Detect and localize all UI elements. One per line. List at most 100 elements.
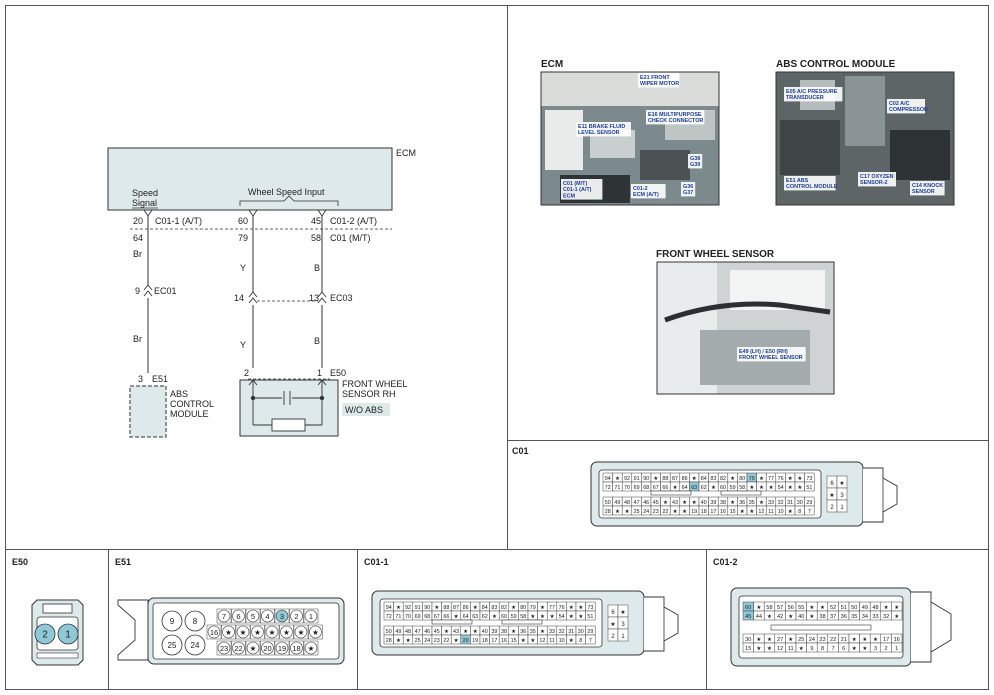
pin-number: 24: [424, 638, 430, 644]
pin-number: ★: [852, 645, 857, 652]
pin-number: ★: [653, 476, 658, 482]
pin-number: 44: [756, 614, 762, 620]
pin-number: 12: [777, 646, 783, 652]
pin-number: 83: [491, 605, 497, 611]
pin-number: ★: [615, 509, 620, 515]
pin-number: ★: [756, 645, 761, 652]
pin-number: 33: [768, 500, 774, 506]
pin-circle: [217, 641, 231, 655]
pin-number: 73: [587, 605, 593, 611]
pin-number: ★: [852, 636, 857, 643]
pin-number: ★: [269, 628, 276, 637]
pin-circle: [207, 625, 221, 639]
pin-number: 82: [501, 605, 507, 611]
pin-number: 9: [170, 617, 175, 626]
pin-number: 60: [745, 605, 751, 611]
pin-number: 3: [874, 646, 877, 652]
pin-number: ★: [788, 636, 793, 643]
pin-number: 35: [530, 629, 536, 635]
pin-number: 91: [415, 605, 421, 611]
abs-module-box: [129, 385, 167, 438]
pin-number: 49: [614, 500, 620, 506]
pin-number: 36: [841, 614, 847, 620]
pin-number: 94: [605, 476, 611, 482]
pin-2: 2: [244, 368, 249, 378]
pin-cell: [891, 642, 903, 653]
pin-number: 30: [745, 637, 751, 643]
pin-circle: [275, 641, 289, 655]
wire-y-2: Y: [240, 340, 246, 350]
pin-number: 64: [682, 485, 688, 491]
pin-number: 46: [424, 629, 430, 635]
pin-number: 77: [768, 476, 774, 482]
pin-number: 49: [862, 605, 868, 611]
speed-signal-line2: Signal: [132, 198, 157, 208]
pin-number: 9: [810, 646, 813, 652]
c01-1-title: C01-1: [364, 557, 389, 567]
pin-number: 87: [672, 476, 678, 482]
pin-number: 60: [720, 485, 726, 491]
pin-number: 19: [278, 644, 286, 653]
pin-number: 58: [766, 605, 772, 611]
pin-number: 32: [559, 629, 565, 635]
pin-number: 72: [605, 485, 611, 491]
schematic: ECM Speed Signal Wheel Speed Input 20 C0…: [107, 147, 416, 438]
pin-number: 86: [682, 476, 688, 482]
pin-number: 27: [777, 637, 783, 643]
fws-line2: SENSOR RH: [342, 389, 396, 399]
pin-number: 8: [579, 638, 582, 644]
pin-number: 22: [830, 637, 836, 643]
pin-number: ★: [759, 485, 764, 491]
pin-circle: [217, 609, 231, 623]
abs-line1: ABS: [170, 389, 188, 399]
pin-number: ★: [673, 509, 678, 515]
pin-number: 45: [653, 500, 659, 506]
pin-number: 71: [614, 485, 620, 491]
pin-number: 40: [701, 500, 707, 506]
pin-number: ★: [839, 480, 844, 487]
pin-number: 39: [710, 500, 716, 506]
pin-number: 68: [643, 485, 649, 491]
pin-number: ★: [873, 636, 878, 643]
pin-number: 50: [386, 629, 392, 635]
pin-64: 64: [133, 233, 143, 243]
pin-20-desc: C01-1 (A/T): [155, 216, 202, 226]
pin-number: ★: [444, 629, 449, 635]
pin-number: 36: [520, 629, 526, 635]
pin-number: 11: [549, 638, 555, 644]
pin-number: 50: [851, 605, 857, 611]
pin-circle: [161, 634, 183, 656]
pin-number: 20: [463, 638, 469, 644]
pin-number: 10: [559, 638, 565, 644]
pin-number: ★: [240, 628, 247, 637]
pin-number: 31: [787, 500, 793, 506]
pin-number: 21: [841, 637, 847, 643]
pin-circle: [304, 641, 318, 655]
pin-number: 56: [788, 605, 794, 611]
pin-number: 38: [720, 500, 726, 506]
pin-number: ★: [511, 605, 516, 611]
ecm-label: ECM: [396, 148, 416, 158]
photo-callout: C01 (M/T)C01-1 (A/T)ECM: [563, 181, 592, 199]
pin-circle: [251, 625, 264, 639]
pin-number: 8: [798, 509, 801, 515]
pin-number: 79: [749, 476, 755, 482]
ecm-box: [107, 147, 393, 211]
pin-number: 28: [386, 638, 392, 644]
pin-number: ★: [749, 485, 754, 491]
pin-number: 34: [862, 614, 868, 620]
pin-number: ★: [492, 614, 497, 620]
pin-number: ★: [894, 613, 899, 620]
pin-number: ★: [540, 614, 545, 620]
pin-number: 64: [463, 614, 469, 620]
pin-number: ★: [788, 476, 793, 482]
pin-circle: [184, 610, 206, 632]
pin-number: ★: [730, 476, 735, 482]
c01-title: C01: [512, 446, 529, 456]
pin-number: 12: [539, 638, 545, 644]
